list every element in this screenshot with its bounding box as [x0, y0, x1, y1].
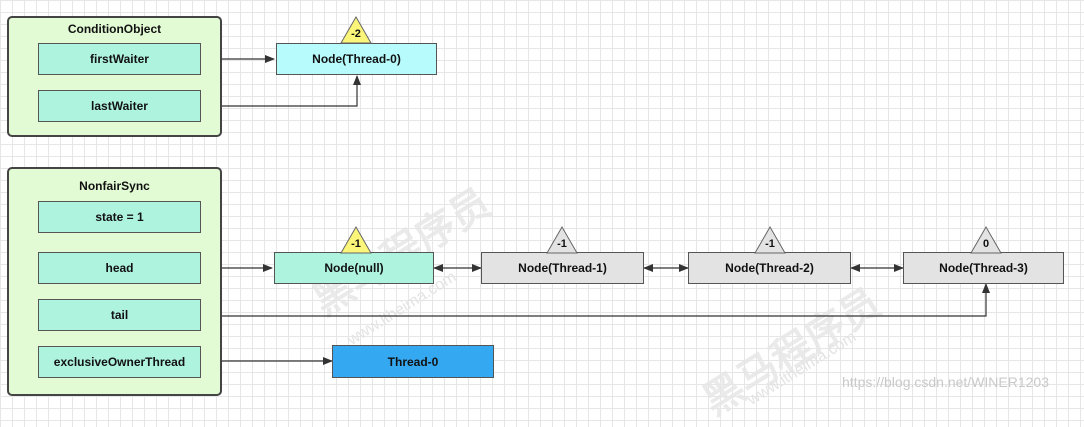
watermark-url: https://blog.csdn.net/WINER1203 — [842, 374, 1049, 390]
condition-object-title: ConditionObject — [67, 22, 162, 36]
wait-status-marker-thread-3 — [970, 226, 1002, 254]
wait-status-marker-thread-2 — [754, 226, 786, 254]
tail-arrow — [202, 283, 990, 320]
wait-status-marker-thread-0 — [340, 16, 372, 44]
last-waiter-arrow — [201, 75, 361, 107]
first-waiter-field: firstWaiter — [38, 43, 201, 75]
nonfair-sync-title: NonfairSync — [79, 179, 150, 193]
node-thread-0: Node(Thread-0) — [276, 43, 437, 75]
node-thread-1: Node(Thread-1) — [481, 252, 644, 284]
wait-status-null: -1 — [351, 238, 361, 250]
wait-status-marker-thread-1 — [546, 226, 578, 254]
wait-status-thread-2: -1 — [765, 238, 775, 250]
wait-status-thread-3: 0 — [982, 238, 990, 250]
last-waiter-field: lastWaiter — [38, 90, 201, 122]
head-field: head — [38, 252, 201, 284]
wait-status-thread-1: -1 — [557, 238, 567, 250]
tail-field: tail — [38, 299, 201, 331]
node-null: Node(null) — [274, 252, 434, 284]
wait-status-thread-0: -2 — [351, 28, 361, 40]
node-thread-2: Node(Thread-2) — [688, 252, 851, 284]
owner-thread: Thread-0 — [332, 345, 494, 378]
state-field: state = 1 — [38, 201, 201, 233]
wait-status-marker-null — [340, 226, 372, 254]
node-thread-3: Node(Thread-3) — [903, 252, 1064, 284]
exclusive-owner-thread-field: exclusiveOwnerThread — [38, 346, 201, 378]
